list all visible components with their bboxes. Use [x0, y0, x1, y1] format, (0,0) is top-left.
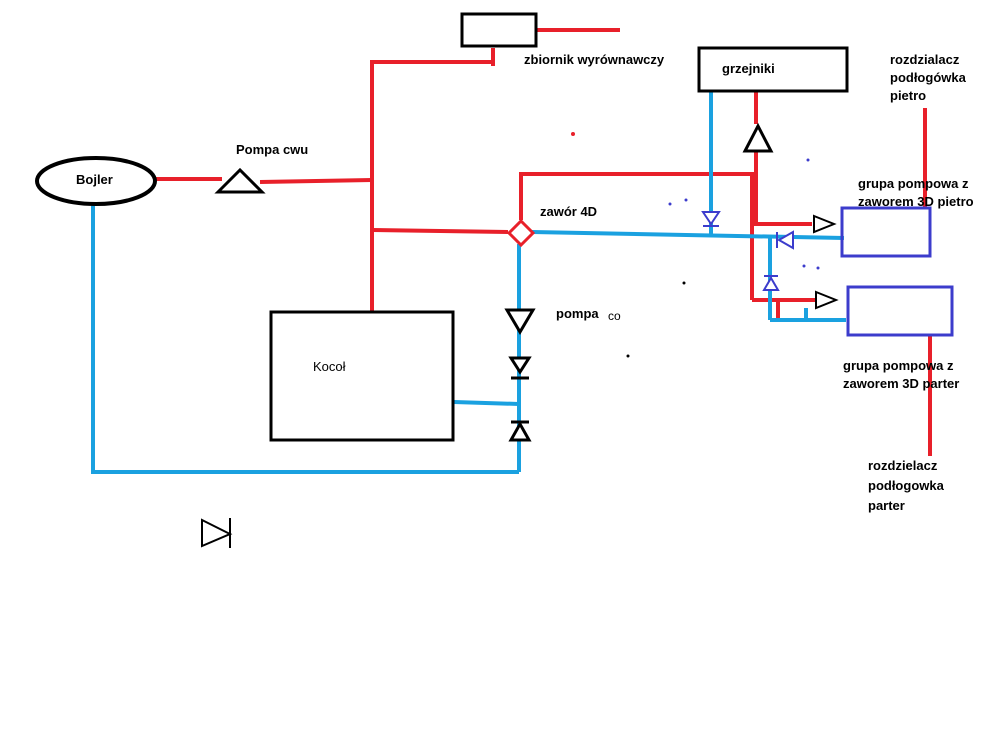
expansion-tank [460, 12, 538, 48]
rozdzielacz-pietro-line-2: podłogówka [890, 70, 967, 85]
check-valve-pietro-return [776, 230, 794, 250]
loose-diode-symbol [201, 518, 233, 548]
grupa-pietro-line-1: grupa pompowa z [858, 176, 969, 191]
pump-group-pietro [840, 206, 932, 258]
rozdzielacz-pietro-line-1: rozdzialacz [890, 52, 960, 67]
radiators-box [697, 46, 849, 93]
cold-pipe-main-return [531, 230, 845, 240]
grupa-pietro-line-2: zaworem 3D pietro [858, 194, 974, 209]
pompa-co-label: pompa [556, 306, 599, 321]
cold-pipe-kociol-link [453, 400, 520, 406]
zawor-4d-label: zawór 4D [540, 204, 597, 219]
pompa-cwu-label: Pompa cwu [236, 142, 308, 157]
grzejniki-label: grzejniki [722, 61, 775, 76]
grupa-parter-line-1: grupa pompowa z [843, 358, 954, 373]
hot-pipe-pump-riser [259, 178, 373, 184]
blue-check-valves [668, 158, 820, 291]
hot-pipes [155, 28, 932, 456]
rozdzielacz-parter-line-1: rozdzielacz [868, 458, 938, 473]
pump-pietro-symbol [813, 214, 837, 234]
hot-dot [571, 132, 575, 136]
grzejniki-pump [742, 122, 774, 153]
rozdzielacz-parter-line-3: parter [868, 498, 905, 513]
check-valve-grzejniki [701, 211, 721, 226]
boiler-box [269, 310, 455, 442]
rozdzielacz-pietro-line-3: pietro [890, 88, 926, 103]
bojler-label: Bojler [76, 172, 113, 187]
pump-group-parter [846, 285, 954, 337]
check-valve-parter-riser [762, 276, 780, 291]
kociol-label: Kocoł [313, 359, 346, 374]
cold-pipes [91, 92, 846, 474]
zbiornik-label: zbiornik wyrównawczy [524, 52, 665, 67]
check-valve-bottom [508, 420, 532, 442]
check-valve-return [508, 356, 532, 375]
hot-pipe-to-valve [371, 228, 509, 234]
pump-parter-symbol [815, 290, 839, 310]
pompa-cwu-pump [214, 167, 266, 194]
rozdzielacz-parter-line-2: podłogowka [868, 478, 945, 493]
four-way-valve [506, 218, 536, 248]
pompa-co-label-suffix: co [608, 309, 621, 323]
grupa-parter-line-2: zaworem 3D parter [843, 376, 959, 391]
pompa-co-pump [504, 308, 536, 335]
bojler-tank [35, 156, 157, 206]
